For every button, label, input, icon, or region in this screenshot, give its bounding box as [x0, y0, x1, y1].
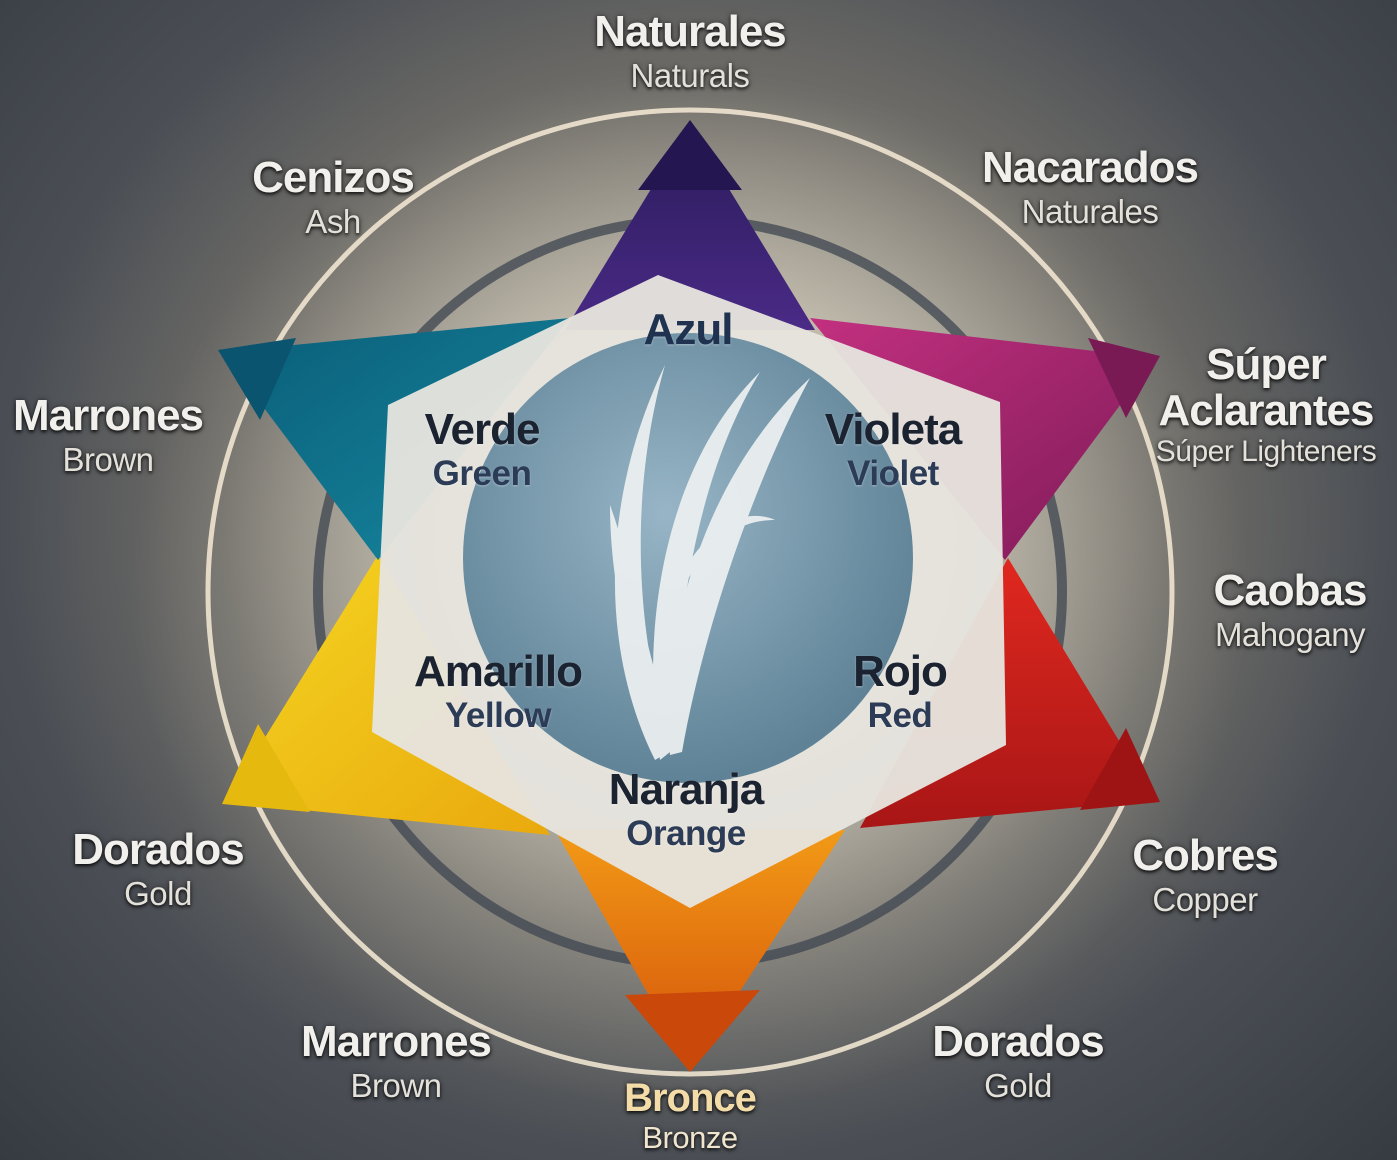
label-es: Cenizos	[252, 153, 415, 202]
label-es: Marrones	[300, 1017, 492, 1066]
label-en: Mahogany	[1214, 616, 1366, 653]
label-en: Green	[432, 454, 532, 493]
label-en: Brown	[62, 441, 154, 478]
label-es: Verde	[424, 405, 541, 454]
inner-label-azul: Azul	[643, 305, 734, 354]
inner-label-verde: Verde Green	[424, 405, 541, 494]
label-en: Ash	[305, 203, 361, 240]
label-es: Cobres	[1132, 831, 1279, 880]
label-dorados-left: Dorados Gold	[72, 825, 244, 914]
label-es-line1: Súper	[1206, 340, 1327, 389]
label-es: Nacarados	[981, 143, 1199, 192]
arrowhead-upper-left	[218, 338, 296, 420]
label-cobres: Cobres Copper	[1132, 831, 1279, 920]
label-es: Dorados	[932, 1017, 1104, 1066]
label-en: Orange	[626, 814, 746, 853]
label-en: Yellow	[445, 696, 551, 735]
label-caobas: Caobas Mahogany	[1213, 566, 1368, 655]
label-cenizos: Cenizos Ash	[252, 153, 415, 242]
inner-label-naranja: Naranja Orange	[608, 765, 764, 854]
label-marrones-left: Marrones Brown	[12, 391, 204, 480]
label-en: Violet	[847, 454, 939, 493]
label-es: Rojo	[853, 647, 948, 696]
label-en: Red	[867, 696, 933, 735]
label-es: Naranja	[608, 765, 764, 814]
outer-ring	[205, 107, 1175, 1077]
arrowhead-top	[638, 120, 742, 190]
triangle-orange	[555, 830, 845, 1068]
label-es: Marrones	[12, 391, 204, 440]
inner-label-amarillo: Amarillo Yellow	[413, 647, 583, 736]
inner-label-violeta: Violeta Violet	[824, 405, 962, 494]
label-en: Brown	[350, 1067, 442, 1104]
label-es: Violeta	[824, 405, 962, 454]
label-super-aclarantes: Súper Aclarantes Súper Lighteners	[1156, 342, 1377, 470]
label-en: Súper Lighteners	[1155, 435, 1377, 468]
label-nacarados: Nacarados Naturales	[981, 143, 1199, 232]
label-bronce: Bronce Bronze	[624, 1076, 757, 1156]
label-en: Bronze	[642, 1120, 738, 1155]
label-en: Copper	[1152, 881, 1258, 918]
label-naturales-top: Naturales Naturals	[594, 7, 787, 96]
triangle-blue-violet	[565, 125, 815, 330]
leaf-icon	[610, 365, 810, 760]
label-en: Naturales	[1021, 193, 1159, 230]
arrowhead-lower-left	[222, 724, 310, 812]
label-es: Bronce	[624, 1076, 757, 1120]
inner-label-rojo: Rojo Red	[853, 647, 948, 736]
label-en: Naturals	[630, 57, 750, 94]
label-es: Naturales	[594, 7, 787, 56]
label-es: Dorados	[72, 825, 244, 874]
label-es-line2: Aclarantes	[1158, 386, 1374, 435]
label-marrones-bottom: Marrones Brown	[300, 1017, 492, 1106]
arrowhead-lower-right	[1080, 728, 1160, 810]
label-es: Amarillo	[413, 647, 583, 696]
label-en: Gold	[124, 875, 192, 912]
label-es: Caobas	[1213, 566, 1368, 615]
label-es: Azul	[643, 305, 734, 354]
arrowhead-upper-right	[1088, 338, 1160, 418]
label-en: Gold	[984, 1067, 1052, 1104]
label-dorados-bottom: Dorados Gold	[932, 1017, 1104, 1106]
arrowhead-bottom	[625, 990, 760, 1072]
